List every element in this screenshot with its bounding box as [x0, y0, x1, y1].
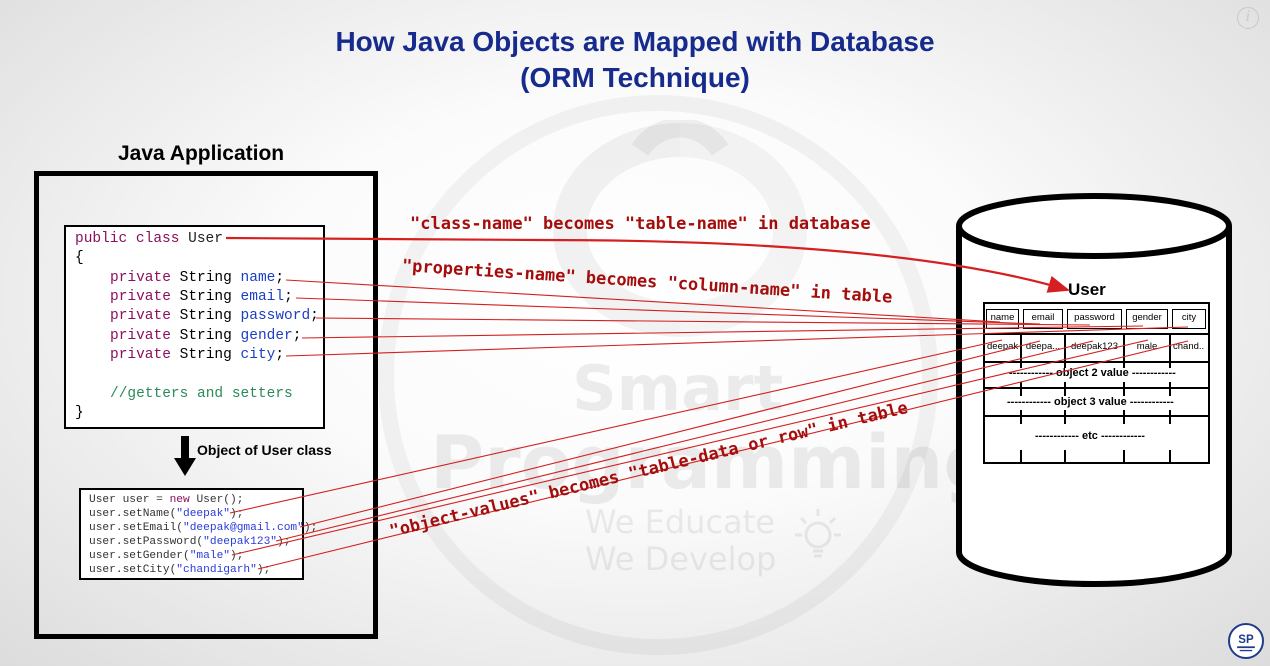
object-code-set-email: user.setEmail("deepak@gmail.com"); — [89, 522, 318, 534]
down-arrow-icon — [174, 436, 196, 476]
code-line-close-brace: } — [75, 405, 84, 421]
row1-password: deepak123 — [1067, 338, 1122, 358]
code-line-field-gender: private String gender; — [110, 328, 302, 344]
code-line-open-brace: { — [75, 250, 84, 266]
table-name-label: User — [1068, 280, 1106, 299]
row2-placeholder: ------------ object 2 value ------------ — [1009, 367, 1176, 379]
code-line-class-decl: public class User — [75, 231, 223, 247]
user-class-code-box: public class User { private String name;… — [64, 225, 325, 429]
code-line-field-password: private String password; — [110, 308, 319, 324]
code-line-field-city: private String city; — [110, 347, 285, 363]
column-city: city — [1172, 309, 1206, 329]
db-table-lines — [983, 333, 1210, 462]
object-code-decl: User user = new User(); — [89, 494, 244, 506]
channel-logo-icon[interactable]: SP — [1228, 623, 1264, 659]
java-application-box — [34, 171, 378, 639]
title-line-1: How Java Objects are Mapped with Databas… — [335, 26, 935, 57]
object-of-user-class-label: Object of User class — [197, 442, 332, 458]
row4-placeholder: ------------ etc ------------ — [1035, 430, 1145, 442]
object-code-set-name: user.setName("deepak"); — [89, 508, 244, 520]
class-to-table-label: "class-name" becomes "table-name" in dat… — [410, 214, 871, 234]
info-icon[interactable]: i — [1237, 7, 1259, 29]
java-application-heading: Java Application — [118, 142, 285, 165]
svg-text:SP: SP — [1238, 634, 1254, 646]
code-line-comment: //getters and setters — [110, 386, 293, 402]
row3-placeholder: ------------ object 3 value ------------ — [1007, 396, 1174, 408]
title-line-2: (ORM Technique) — [520, 62, 750, 93]
lightbulb-icon — [795, 509, 841, 558]
column-password: password — [1067, 309, 1122, 329]
diagram-title: How Java Objects are Mapped with Databas… — [0, 24, 1270, 96]
watermark-tagline-1: We Educate — [585, 503, 775, 541]
watermark-tagline-2: We Develop — [585, 540, 777, 578]
code-line-field-name: private String name; — [110, 270, 285, 286]
object-code-set-password: user.setPassword("deepak123"); — [89, 536, 291, 548]
user-object-code-box: User user = new User(); user.setName("de… — [79, 488, 317, 580]
object-code-set-city: user.setCity("chandigarh"); — [89, 564, 271, 576]
code-line-field-email: private String email; — [110, 289, 293, 305]
